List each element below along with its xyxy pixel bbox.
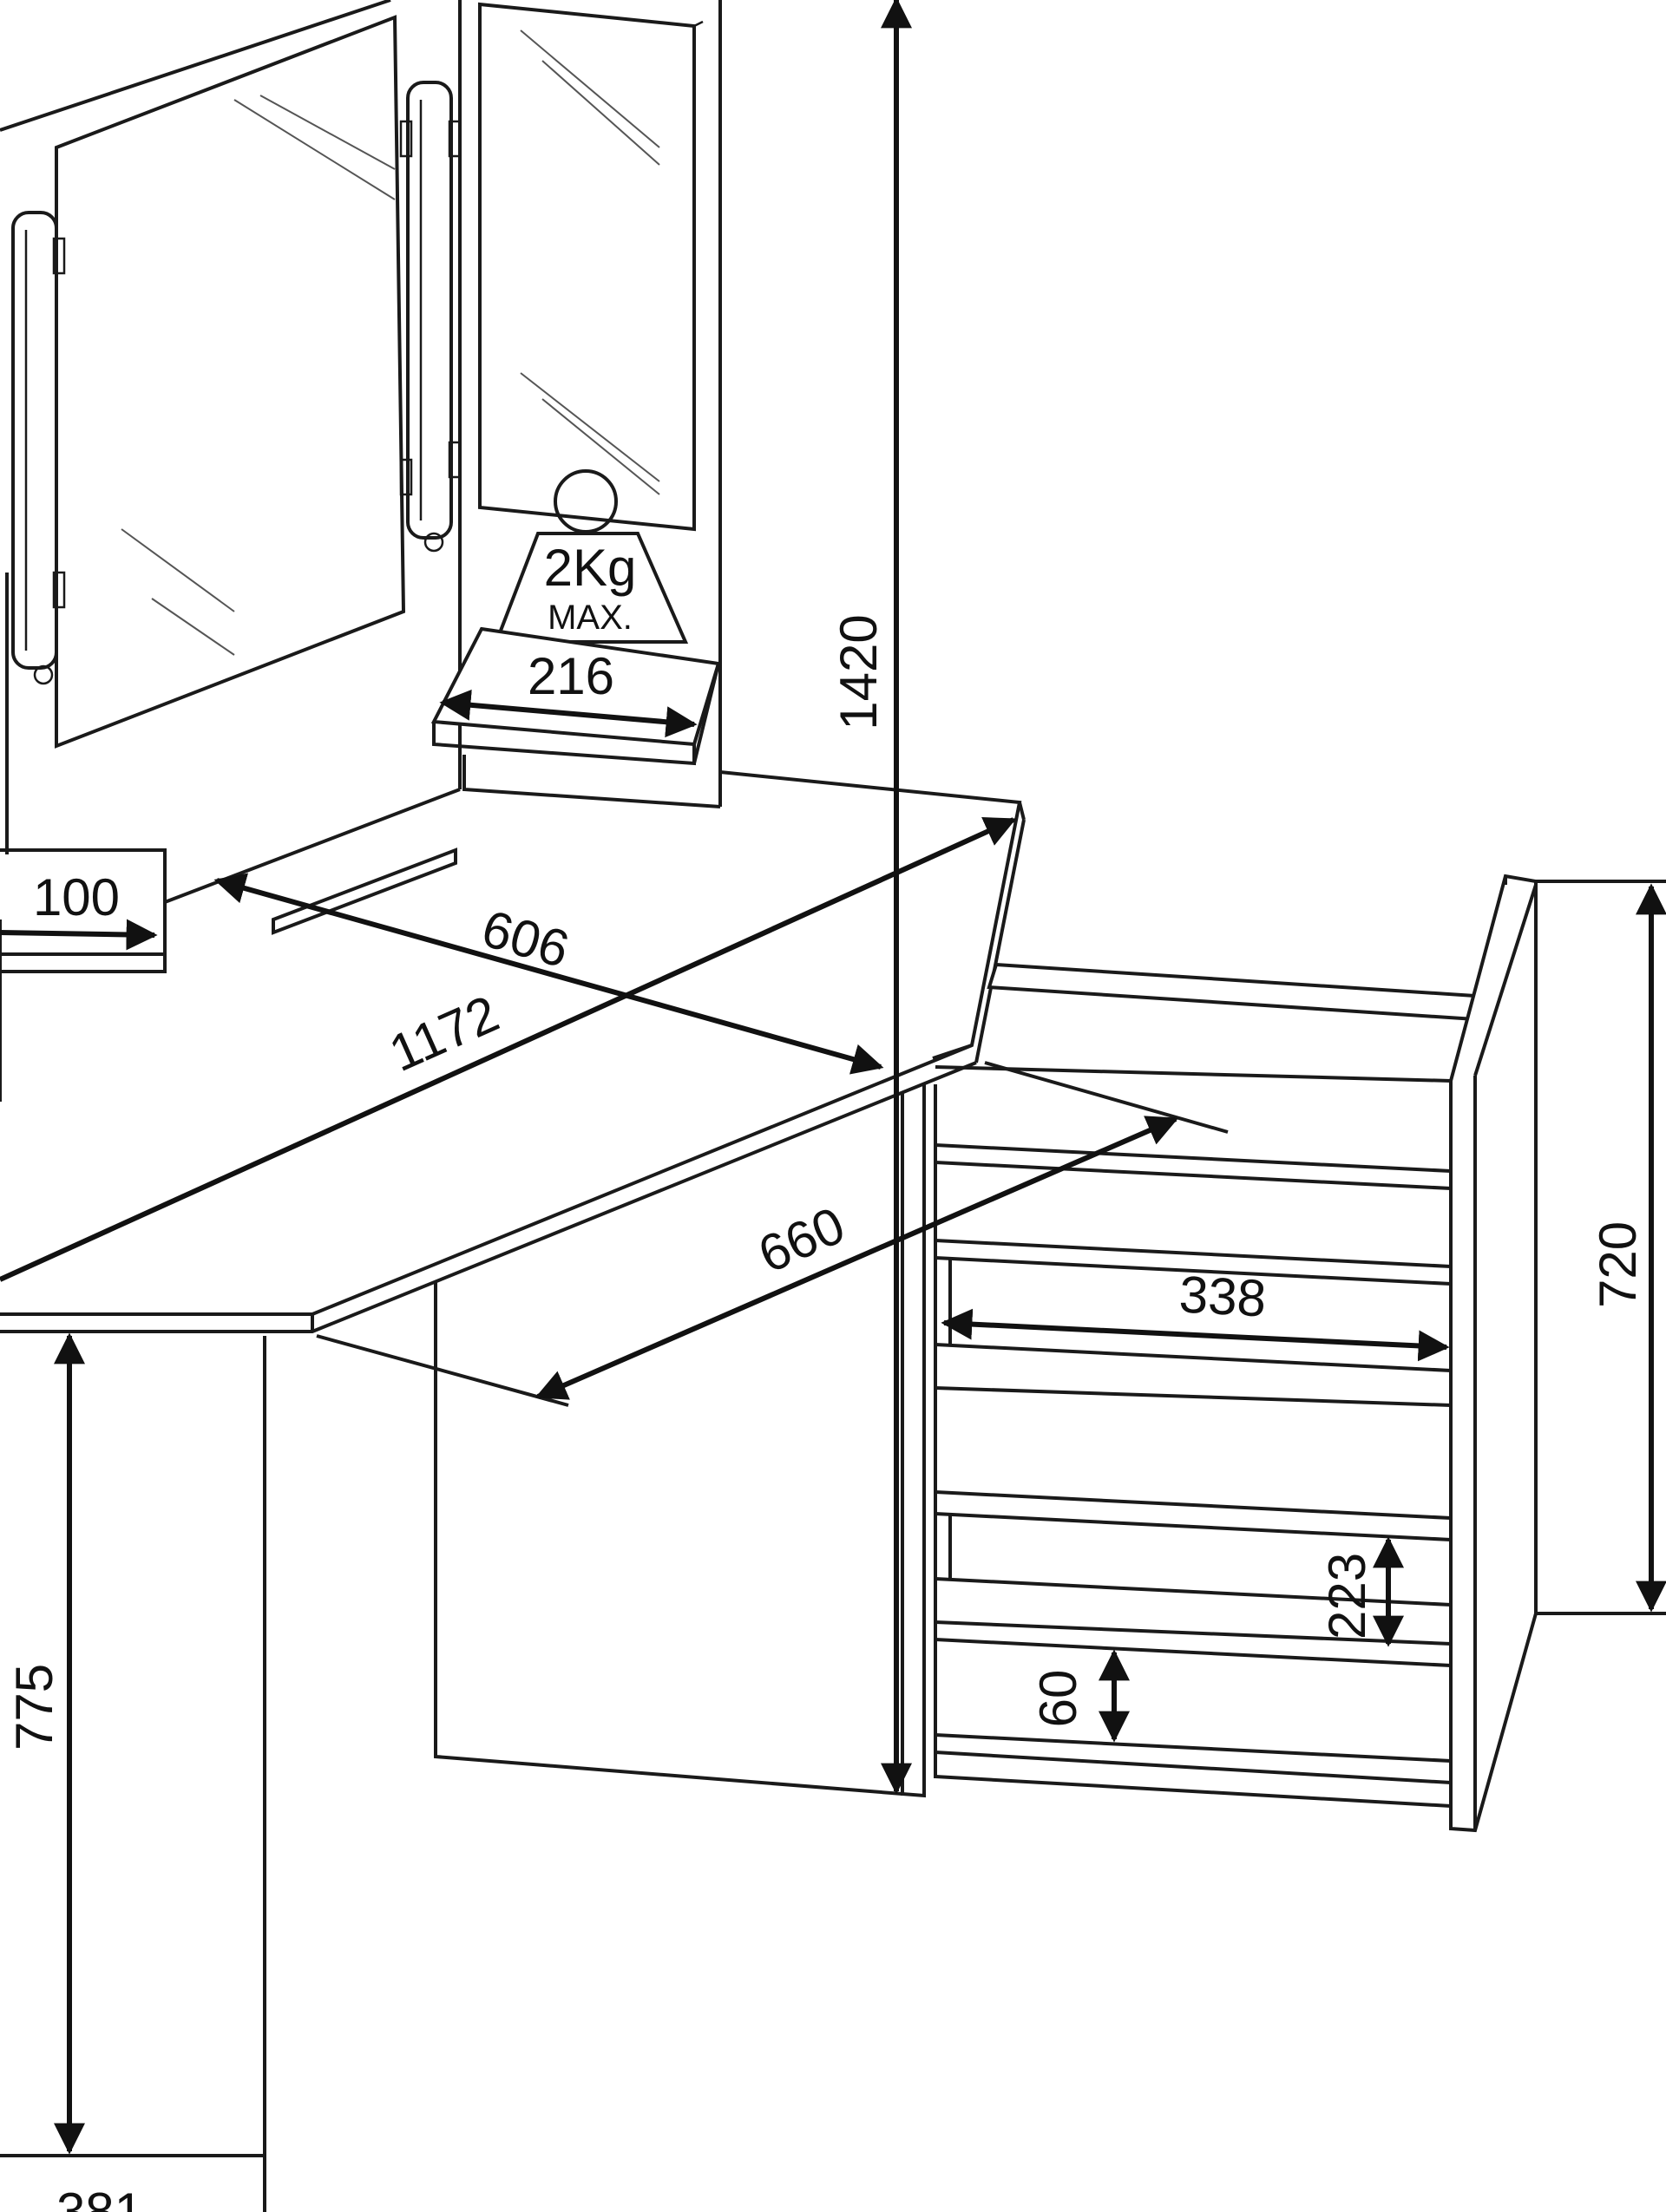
weight-note-label: MAX. (548, 599, 633, 637)
drawer-cabinet (934, 874, 1538, 1833)
right-mirror (478, 2, 704, 532)
dim-label-606: 606 (476, 899, 575, 978)
table-top (0, 770, 1026, 1333)
dim-label-100: 100 (33, 868, 120, 926)
dim-label-60: 60 (1029, 1670, 1087, 1728)
dim-arrow-100 (0, 919, 158, 951)
table-leg-left (0, 1336, 266, 2212)
dim-label-1420: 1420 (830, 614, 888, 730)
extension-line-660-left (316, 1334, 569, 1407)
dim-arrow-1172 (0, 816, 1017, 1282)
dim-label-1172: 1172 (381, 984, 507, 1083)
middle-lamp-bar (399, 81, 462, 553)
weight-load-label: 2Kg (544, 539, 637, 597)
dim-arrow-660 (535, 1116, 1179, 1400)
side-bracket (0, 848, 167, 973)
dim-arrow-216 (439, 689, 698, 738)
left-mirror (55, 15, 406, 749)
dim-label-775: 775 (5, 1664, 63, 1751)
dim-label-660: 660 (750, 1195, 853, 1284)
dim-arrow-606 (213, 873, 884, 1075)
dim-label-223: 223 (1318, 1553, 1376, 1639)
dim-arrow-338 (941, 1308, 1450, 1362)
dim-label-381: 381 (56, 2183, 143, 2212)
left-lamp-bar (11, 211, 66, 685)
extension-line-660-right (984, 1061, 1229, 1134)
dim-label-720: 720 (1589, 1221, 1647, 1308)
modesty-panel (434, 1084, 926, 1798)
weight-tag: 2Kg MAX. (494, 469, 689, 644)
dim-label-338: 338 (1177, 1265, 1267, 1327)
dim-label-216: 216 (528, 647, 614, 705)
